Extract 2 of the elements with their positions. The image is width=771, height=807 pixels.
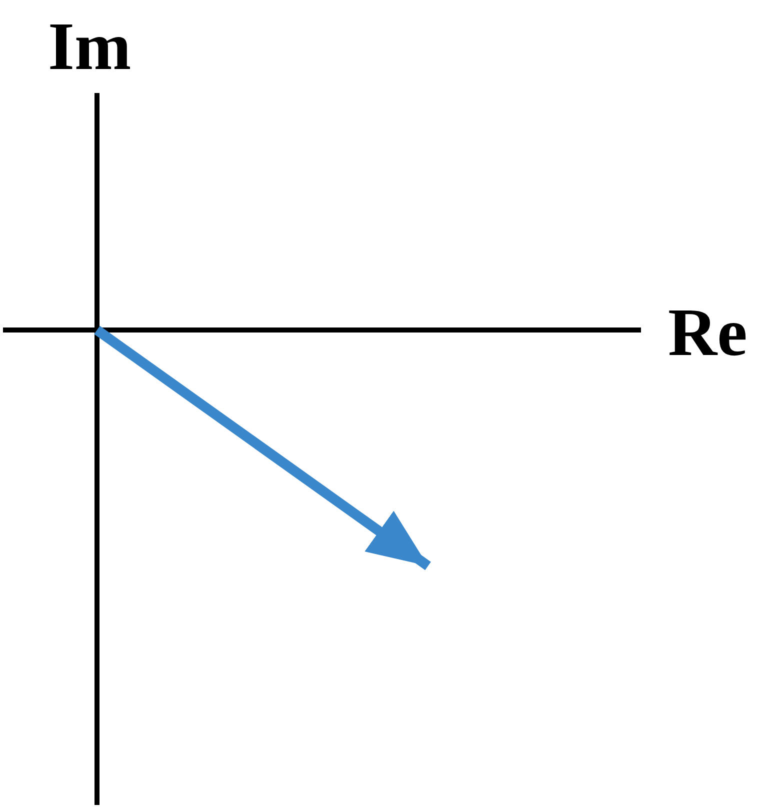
axis-label: Im: [48, 12, 132, 80]
axis-label: Re: [668, 298, 748, 366]
